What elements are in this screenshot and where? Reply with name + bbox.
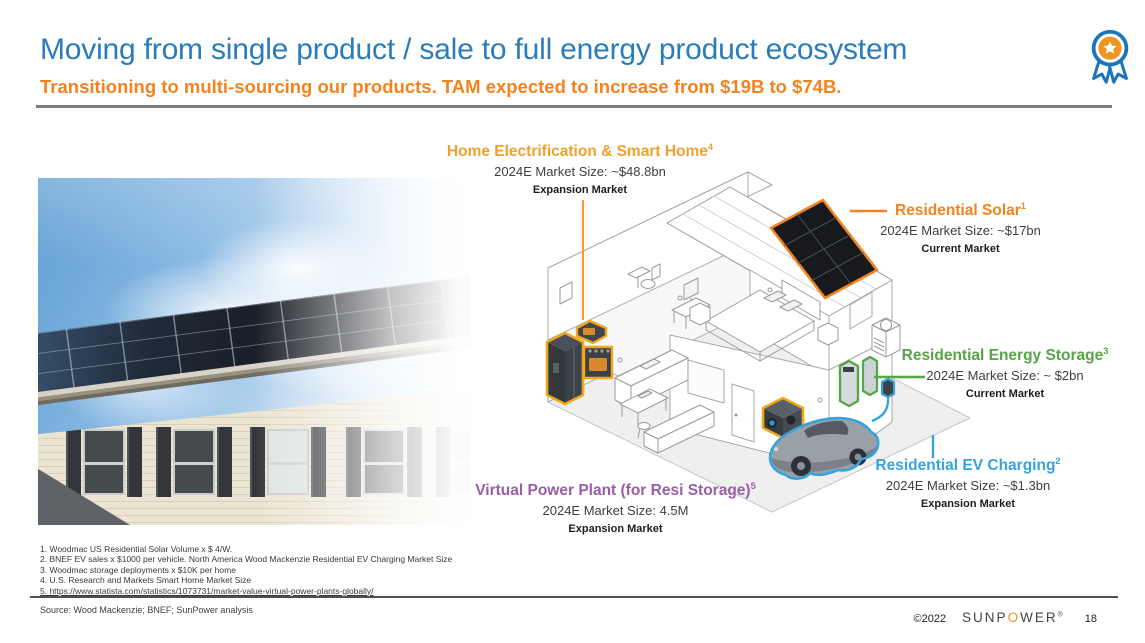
air-conditioner-unit [871,317,901,358]
market-segment: Expansion Market [568,523,663,536]
callout-residential-solar: Residential Solar1 2024E Market Size: ~$… [843,201,1078,255]
callout-title: Residential EV Charging2 [875,456,1061,475]
footnotes: 1. Woodmac US Residential Solar Volume x… [40,544,452,596]
footer-right: ©2022 SUNPOWER® 18 [913,610,1097,625]
battery-storage-units [838,355,879,408]
market-size: 2024E Market Size: 4.5M [542,503,689,519]
sofa [643,404,715,454]
house-diagram [545,171,971,513]
callout-title: Residential Energy Storage3 [901,346,1109,365]
footnote-2: 2. BNEF EV sales x $1000 per vehicle. No… [40,554,453,565]
photo-fade-overlay [38,178,470,525]
footnote-1: 1. Woodmac US Residential Solar Volume x… [40,544,233,554]
window [687,359,725,404]
page-title: Moving from single product / sale to ful… [40,33,908,66]
callout-virtual-power-plant: Virtual Power Plant (for Resi Storage)5 … [468,481,763,535]
market-size: 2024E Market Size: ~$48.8bn [494,164,666,180]
footnote-4: 4. U.S. Research and Markets Smart Home … [40,575,252,586]
market-size: 2024E Market Size: ~$1.3bn [885,478,1051,494]
bed [689,279,839,362]
page-number: 18 [1084,613,1097,625]
footnote-5-link[interactable]: 5. https://www.statista.com/statistics/1… [40,585,374,596]
callout-title: Virtual Power Plant (for Resi Storage)5 [475,481,756,500]
award-icon [1091,29,1129,84]
microwave [575,319,608,345]
bathroom-fixtures [559,263,661,305]
market-segment: Current Market [965,388,1045,401]
oven-stove [582,345,614,380]
solar-panel-array [769,198,879,300]
callout-title: Home Electrification & Smart Home4 [446,142,714,161]
copyright-text: ©2022 [913,613,947,625]
logo-orange-o: O [1007,610,1021,625]
sunpower-logo: SUNPOWER® [962,610,1063,625]
callout-residential-ev-charging: Residential EV Charging2 2024E Market Si… [848,456,1088,510]
ev-car [768,416,880,480]
ev-wall-charger [871,377,896,423]
footer-divider [30,596,1118,598]
source-text: Source: Wood Mackenzie; BNEF; SunPower a… [40,605,253,615]
market-segment: Expansion Market [532,184,628,197]
callout-home-electrification: Home Electrification & Smart Home4 2024E… [390,142,770,196]
footnote-3: 3. Woodmac storage deployments x $10K pe… [40,564,236,575]
page-subtitle: Transitioning to multi-sourcing our prod… [40,76,842,97]
callout-title: Residential Solar1 [895,201,1026,220]
header-divider [36,105,1112,108]
callout-residential-energy-storage: Residential Energy Storage3 2024E Market… [885,346,1125,400]
market-size: 2024E Market Size: ~$17bn [880,223,1041,239]
door [731,383,755,443]
market-segment: Current Market [921,243,1000,256]
table [619,388,669,439]
market-size: 2024E Market Size: ~ $2bn [926,368,1084,384]
refrigerator [545,331,585,406]
house-photo [38,178,470,525]
market-segment: Expansion Market [920,498,1016,511]
